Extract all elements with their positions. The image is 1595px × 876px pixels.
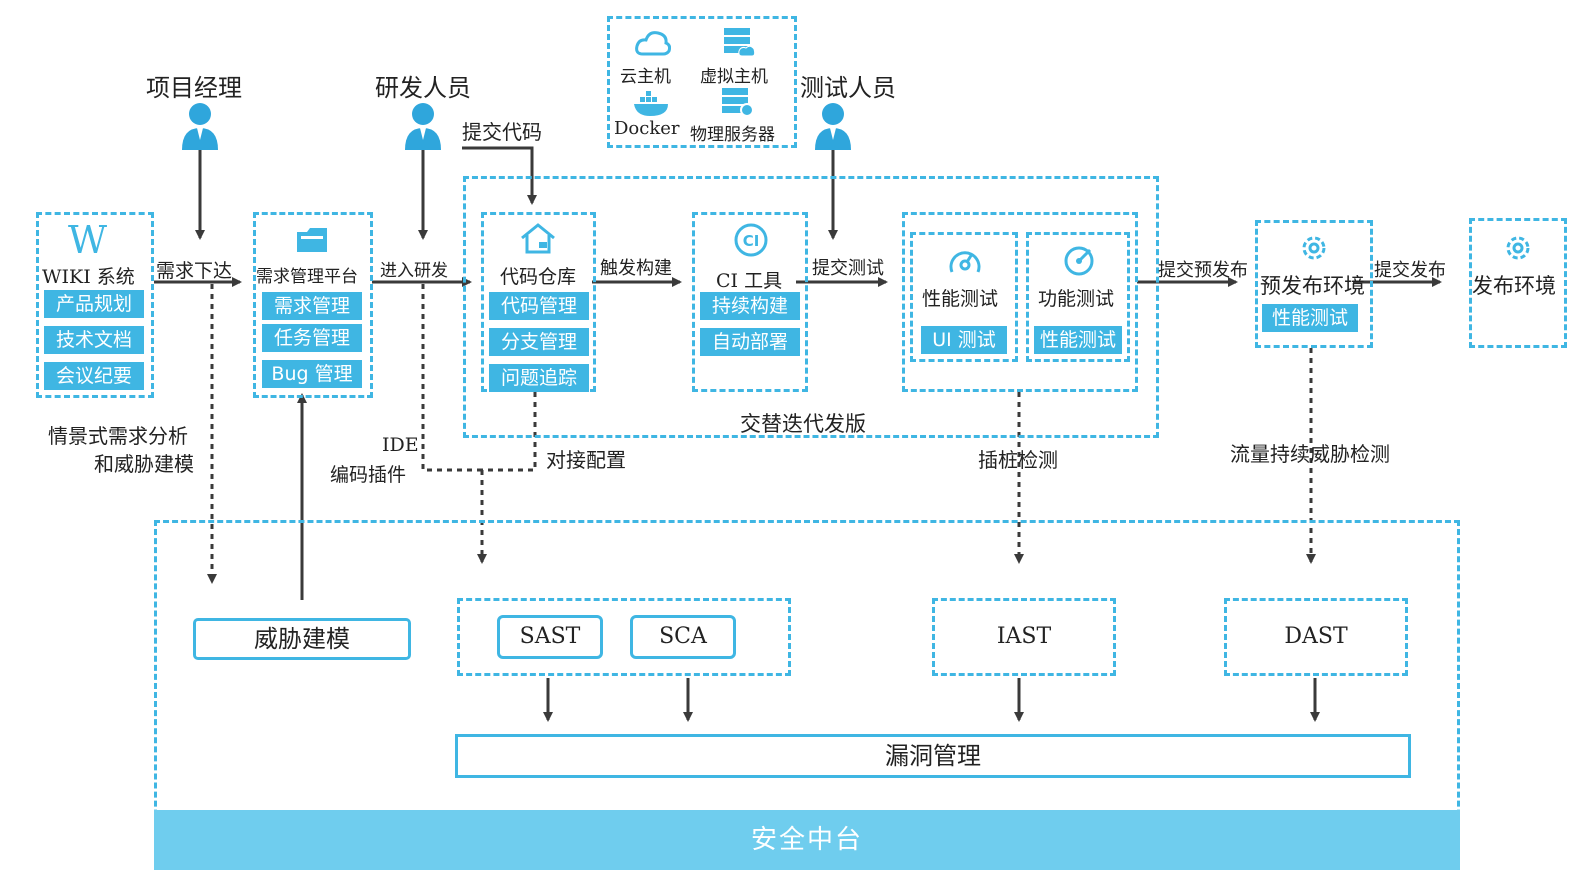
arrow-enter-dev-label: 进入研发 <box>380 261 448 281</box>
arrow-submit-release-label: 提交发布 <box>1374 260 1446 281</box>
testing-box <box>902 212 1138 392</box>
ci-title: CI 工具 <box>716 270 783 292</box>
func-test-box <box>1026 232 1130 362</box>
arrow-req-issue-label: 需求下达 <box>156 260 233 282</box>
wiki-item: 产品规划 <box>44 290 144 318</box>
gear-icon <box>1302 236 1326 260</box>
sast-sca-group <box>457 598 791 676</box>
repo-item: 问题追踪 <box>489 364 589 392</box>
release-title: 发布环境 <box>1472 274 1556 298</box>
perf-test-title: 性能测试 <box>922 288 999 310</box>
infra-physical-label: 物理服务器 <box>690 125 775 145</box>
iteration-label: 交替迭代发版 <box>740 412 866 436</box>
wiki-logo-icon: W <box>68 218 108 262</box>
house-icon <box>521 223 555 254</box>
svg-text:CI: CI <box>743 232 760 250</box>
role-pm-label: 项目经理 <box>146 74 242 102</box>
req-item: 需求管理 <box>262 292 362 320</box>
ci-item: 持续构建 <box>700 292 800 320</box>
vuln-management-box: 漏洞管理 <box>455 734 1411 778</box>
ide-note-line1: IDE <box>382 434 419 456</box>
infra-box <box>607 16 797 148</box>
infra-docker-label: Docker <box>614 118 680 139</box>
commit-code-label: 提交代码 <box>462 120 542 144</box>
role-qa-label: 测试人员 <box>800 74 896 102</box>
iast-box: IAST <box>932 598 1116 676</box>
infra-cloud-label: 云主机 <box>620 67 671 87</box>
release-box <box>1469 218 1567 348</box>
traffic-note: 流量持续威胁检测 <box>1230 442 1390 466</box>
scenario-note-line1: 情景式需求分析 <box>48 424 188 448</box>
arrow-trigger-build-label: 触发构建 <box>600 258 672 279</box>
commit-code-arrow <box>462 146 537 205</box>
dotted-ide <box>421 284 482 472</box>
ci-box <box>692 212 808 392</box>
func-test-item: 性能测试 <box>1034 326 1122 354</box>
folder-icon <box>297 228 327 252</box>
pre-release-title: 预发布环境 <box>1260 274 1365 298</box>
sca-box: SCA <box>630 615 736 659</box>
ci-icon: CI <box>734 223 768 257</box>
repo-item: 分支管理 <box>489 328 589 356</box>
func-test-title: 功能测试 <box>1038 288 1115 310</box>
pre-release-item: 性能测试 <box>1262 304 1358 332</box>
person-icon <box>815 103 851 150</box>
cloud-icon <box>635 31 671 56</box>
target-icon <box>1064 246 1094 276</box>
threat-modeling-box: 威胁建模 <box>193 618 411 660</box>
infra-vm-label: 虚拟主机 <box>700 67 768 87</box>
wiki-item: 技术文档 <box>44 326 144 354</box>
wiki-item: 会议纪要 <box>44 362 144 390</box>
security-platform-bar: 安全中台 <box>154 810 1460 870</box>
req-item: Bug 管理 <box>262 360 362 388</box>
code-repo-title: 代码仓库 <box>500 266 577 288</box>
person-icon <box>405 103 441 150</box>
req-platform-title: 需求管理平台 <box>256 267 358 287</box>
wiki-title: WIKI 系统 <box>42 266 135 288</box>
arrow-submit-test-label: 提交测试 <box>812 258 884 279</box>
wiki-box <box>36 212 154 398</box>
perf-test-item: UI 测试 <box>921 326 1007 354</box>
gear-icon <box>1506 236 1530 260</box>
instrument-note: 插桩检测 <box>978 448 1058 472</box>
config-note: 对接配置 <box>546 448 626 472</box>
security-platform-region <box>154 520 1460 870</box>
ci-item: 自动部署 <box>700 328 800 356</box>
server-stack-icon <box>724 28 756 57</box>
scenario-note-line2: 和威胁建模 <box>94 452 194 476</box>
sast-box: SAST <box>497 615 603 659</box>
ide-note-line2: 编码插件 <box>330 464 407 486</box>
pre-release-box <box>1255 220 1373 348</box>
req-item: 任务管理 <box>262 324 362 352</box>
gauge-icon <box>949 251 981 273</box>
physical-server-icon <box>722 88 754 117</box>
role-dev-label: 研发人员 <box>375 74 471 102</box>
iteration-box <box>463 176 1159 438</box>
dast-box: DAST <box>1224 598 1408 676</box>
person-icon <box>182 103 218 150</box>
perf-test-box <box>910 232 1018 362</box>
docker-icon <box>634 91 668 116</box>
arrow-submit-pre-label: 提交预发布 <box>1158 260 1248 281</box>
repo-item: 代码管理 <box>489 292 589 320</box>
req-platform-box <box>253 212 373 398</box>
dotted-config <box>482 392 537 472</box>
